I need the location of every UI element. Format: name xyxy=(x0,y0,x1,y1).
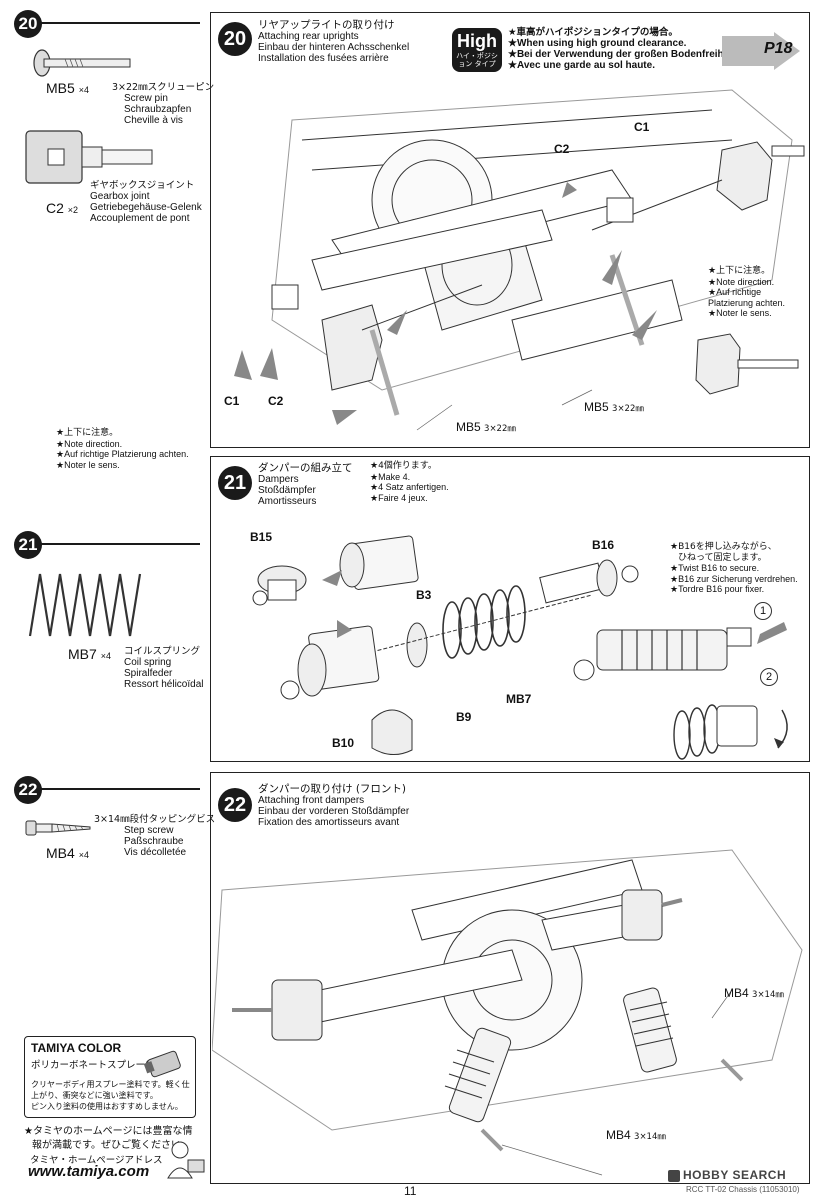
step-21-label-b15: B15 xyxy=(250,530,273,544)
tamiya-color-line1: クリヤーボディ用スプレー塗料です。軽く仕 xyxy=(31,1080,190,1089)
page-number: 11 xyxy=(404,1184,417,1198)
damper-assembly-drawing xyxy=(252,535,788,760)
step-20-label-c1-bottom: C1 xyxy=(224,394,240,408)
parts-step-21-rule xyxy=(40,543,200,545)
step-21-label-b3: B3 xyxy=(416,588,432,602)
step-20-number: 20 xyxy=(218,22,252,56)
step-22-label-mb4-a: MB4 3×14㎜ xyxy=(724,986,784,1000)
parts-step-21-number: 21 xyxy=(14,531,42,559)
step-20-label-c2-top: C2 xyxy=(554,142,570,156)
c2-code: C2 ×2 xyxy=(46,200,79,216)
parts-step-22-rule xyxy=(40,788,200,790)
parts-step-20-rule xyxy=(40,22,200,24)
step-21-twist-note: ★B16を押し込みながら、 ひねって固定します。 ★Twist B16 to s… xyxy=(670,542,798,594)
step-21-title: ダンパーの組み立て Dampers Stoßdämpfer Amortisseu… xyxy=(258,462,353,508)
mb4-code: MB4 ×4 xyxy=(46,845,89,861)
mb7-description: コイルスプリング Coil spring Spiralfeder Ressort… xyxy=(124,646,204,690)
mb4-description: 3×14㎜段付タッピングビス Step screw Paßschraube Vi… xyxy=(94,814,216,858)
step-21-sequence-1: 1 xyxy=(754,602,772,620)
page-reference-arrow xyxy=(722,32,800,70)
footer-model: RCC TT-02 Chassis (11053010) xyxy=(686,1185,800,1194)
high-position-notes: ★車高がハイポジションタイプの場合。 ★When using high grou… xyxy=(508,27,739,71)
step-21-make-note: ★4個作ります。 ★Make 4. ★4 Satz anfertigen. ★F… xyxy=(370,461,449,503)
step-22-panel xyxy=(210,772,810,1184)
step-22-title: ダンパーの取り付け (フロント) Attaching front dampers… xyxy=(258,783,410,829)
parts-step-20-number: 20 xyxy=(14,10,42,38)
step-20-label-mb5-b: MB5 3×22㎜ xyxy=(584,400,644,414)
coil-spring-illustration xyxy=(28,573,142,637)
parts-step-22-number: 22 xyxy=(14,776,42,804)
tamiya-color-title: TAMIYA COLOR xyxy=(31,1041,122,1055)
step-20-label-c1-top: C1 xyxy=(634,120,650,134)
step-21-panel xyxy=(210,456,810,762)
screw-pin-illustration xyxy=(33,49,131,77)
person-at-computer-icon xyxy=(167,1141,205,1179)
mb7-code: MB7 ×4 xyxy=(68,646,111,662)
homepage-line2: 報が満載です。ぜひご覧ください。 xyxy=(32,1140,191,1151)
step-20-title: リヤアップライトの取り付け Attaching rear uprights Ei… xyxy=(258,19,410,65)
step-screw-illustration xyxy=(25,820,91,836)
high-position-badge: High ハイ・ポジション タイプ xyxy=(452,28,502,72)
step-21-label-b9: B9 xyxy=(456,710,472,724)
homepage-url[interactable]: www.tamiya.com xyxy=(28,1163,150,1180)
mb5-description: 3×22㎜スクリューピン Screw pin Schraubzapfen Che… xyxy=(112,82,215,126)
rear-upright-assembly-drawing xyxy=(234,89,805,431)
step-22-label-mb4-b: MB4 3×14㎜ xyxy=(606,1128,666,1142)
step-21-label-mb7: MB7 xyxy=(506,692,532,706)
front-damper-installation-drawing xyxy=(212,849,803,1176)
tamiya-color-line2: 上がり、衝突などに強い塗料です。 xyxy=(31,1091,158,1100)
step-20-panel xyxy=(210,12,810,448)
homepage-address-label: タミヤ・ホームページアドレス xyxy=(30,1155,163,1166)
c2-description: ギヤボックスジョイント Gearbox joint Getriebegehäus… xyxy=(90,180,202,224)
step-21-number: 21 xyxy=(218,466,252,500)
tamiya-color-line3: ピン入り塗料の使用はおすすめしません。 xyxy=(31,1102,183,1111)
upright-detail-illustration xyxy=(695,333,799,395)
mb5-code: MB5 ×4 xyxy=(46,80,89,96)
step-20-label-c2-bottom: C2 xyxy=(268,394,284,408)
step-22-number: 22 xyxy=(218,788,252,822)
step-21-sequence-2: 2 xyxy=(760,668,778,686)
step-20-note-right: ★上下に注意。 ★Note direction. ★Auf richtige P… xyxy=(708,266,786,318)
tamiya-color-subtitle: ポリカーボネートスプレー(ミニ) xyxy=(31,1060,172,1071)
step-21-label-b10: B10 xyxy=(332,736,355,750)
page-reference-label: P18 xyxy=(764,40,793,57)
tamiya-color-box: TAMIYA COLOR ポリカーボネートスプレー(ミニ) クリヤーボディ用スプ… xyxy=(24,1036,196,1118)
step-20-label-mb5-a: MB5 3×22㎜ xyxy=(456,420,516,434)
homepage-line1: ★タミヤのホームページには豊富な情 xyxy=(24,1126,193,1137)
step-20-note-left: ★上下に注意。 ★Note direction. ★Auf richtige P… xyxy=(56,428,189,470)
watermark-logo: HOBBY SEARCH xyxy=(668,1168,786,1182)
step-21-label-b16: B16 xyxy=(592,538,615,552)
gearbox-joint-illustration xyxy=(25,130,153,184)
spray-can-icon xyxy=(143,1050,181,1078)
